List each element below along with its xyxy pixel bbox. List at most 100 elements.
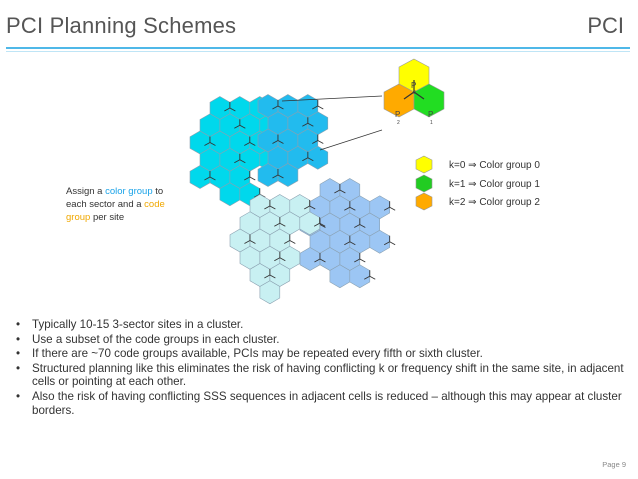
assign-text-2: to each sector and a — [66, 186, 164, 210]
antenna-line — [264, 274, 271, 279]
antenna-line — [354, 224, 361, 228]
assign-text-3: per site — [90, 212, 125, 223]
antenna-line — [312, 105, 319, 110]
antenna-line — [239, 159, 246, 164]
antenna-line — [302, 157, 309, 162]
bullet-item: Typically 10-15 3-sector sites in a clus… — [16, 318, 626, 332]
slide-title: PCI Planning Schemes — [6, 13, 237, 38]
antenna-line — [314, 258, 321, 263]
hex-cluster-diagram: P 0 P 2 P 1 — [189, 58, 445, 305]
antenna-line — [383, 206, 390, 211]
antenna-line — [272, 105, 279, 110]
site-detail-icon: P 0 P 2 P 1 — [383, 58, 445, 126]
bullet-list: Typically 10-15 3-sector sites in a clus… — [16, 318, 626, 418]
antenna-line — [317, 140, 324, 144]
sector-index-right: 1 — [430, 120, 433, 126]
antenna-line — [274, 222, 281, 227]
bullet-item: Structured planning like this eliminates… — [16, 362, 626, 389]
antenna-line — [239, 124, 246, 129]
legend-swatches — [415, 155, 433, 211]
antenna-line — [269, 205, 276, 210]
antenna-line — [279, 257, 286, 262]
antenna-line — [234, 159, 241, 164]
antenna-line — [249, 176, 256, 181]
antenna-line — [209, 142, 216, 146]
title-rule — [6, 47, 630, 49]
antenna-line — [274, 257, 281, 262]
antenna-line — [344, 241, 351, 246]
slide-tag: PCI — [587, 13, 624, 38]
zoom-line-bottom — [319, 129, 383, 151]
antenna-line — [277, 140, 284, 144]
color-group-text: color group — [105, 186, 153, 197]
antenna-line — [319, 222, 326, 227]
bullet-item: Use a subset of the code groups in each … — [16, 333, 626, 347]
antenna-line — [244, 240, 251, 244]
legend-item-2: k=2 ⇒ Color group 2 — [449, 197, 540, 208]
antenna-line — [249, 240, 256, 244]
antenna-line — [254, 193, 260, 198]
antenna-line — [354, 258, 361, 263]
hex-cells — [189, 94, 396, 305]
antenna-line — [344, 206, 351, 211]
antenna-line — [364, 275, 370, 280]
antenna-line — [244, 176, 251, 181]
antenna-line — [309, 205, 316, 210]
antenna-line — [339, 189, 346, 194]
legend-hex-1 — [415, 174, 433, 193]
assign-annotation: Assign a color group to each sector and … — [66, 185, 176, 224]
antenna-line — [302, 122, 309, 127]
antenna-line — [313, 222, 320, 227]
antenna-line — [272, 140, 279, 144]
legend-item-0: k=0 ⇒ Color group 0 — [449, 160, 540, 171]
bullet-item: If there are ~70 code groups available, … — [16, 347, 626, 361]
antenna-line — [209, 176, 216, 181]
antenna-line — [279, 222, 286, 227]
antenna-line — [272, 174, 279, 179]
antenna-line — [359, 224, 366, 228]
antenna-line — [334, 189, 341, 194]
sector-label-left: P — [395, 110, 400, 119]
hex-cell — [259, 280, 281, 305]
antenna-line — [389, 206, 396, 211]
antenna-line — [289, 240, 296, 244]
antenna-line — [284, 240, 291, 244]
antenna-line — [269, 274, 276, 279]
title-rule-light — [6, 51, 630, 52]
antenna-line — [204, 142, 211, 146]
antenna-line — [249, 142, 256, 146]
antenna-line — [312, 140, 319, 144]
zoom-line-top — [281, 95, 383, 102]
antenna-line — [307, 122, 314, 127]
code-group-text: code group — [66, 199, 165, 223]
assign-text-1: Assign a — [66, 186, 106, 197]
antenna-line — [277, 174, 284, 179]
antenna-line — [244, 142, 251, 146]
bullet-item: Also the risk of having conflicting SSS … — [16, 390, 626, 417]
antenna-line — [264, 205, 271, 210]
sector-label-right: P — [428, 110, 433, 119]
sector-label-top: P — [411, 81, 416, 90]
antenna-line — [229, 107, 236, 112]
antenna-line — [319, 258, 326, 263]
antenna-line — [204, 176, 211, 181]
legend-item-1: k=1 ⇒ Color group 1 — [449, 179, 540, 190]
antenna-line — [369, 275, 376, 280]
antenna-line — [319, 224, 326, 228]
legend-hex-0 — [415, 155, 433, 174]
antenna-line — [224, 107, 231, 112]
antenna-line — [349, 241, 356, 246]
antenna-line — [389, 241, 396, 246]
page-number: Page 9 — [602, 460, 626, 469]
antenna-line — [317, 105, 324, 110]
legend-hex-2 — [415, 192, 433, 211]
antenna-line — [303, 205, 310, 210]
antenna-line — [277, 105, 284, 110]
antenna-line — [307, 157, 314, 162]
antenna-line — [349, 206, 356, 211]
sector-index-left: 2 — [397, 120, 400, 126]
sector-index-top: 0 — [413, 90, 416, 96]
antenna-line — [383, 241, 390, 246]
antenna-line — [234, 124, 241, 129]
antenna-line — [359, 258, 366, 263]
